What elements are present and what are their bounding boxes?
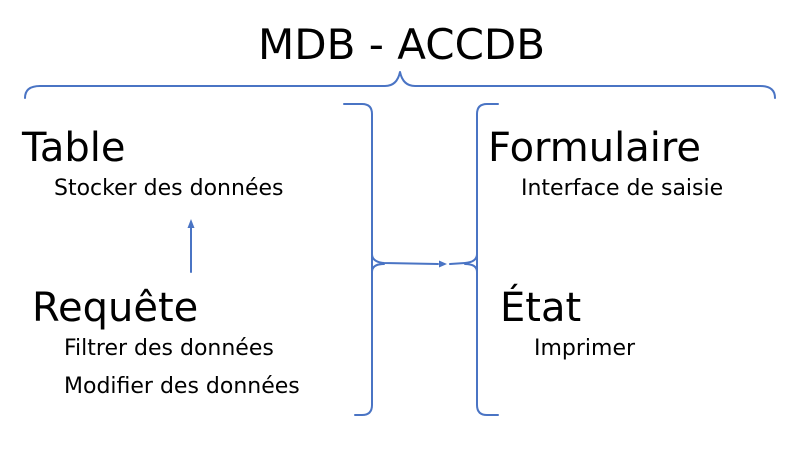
left-lower-bracket xyxy=(354,261,373,416)
etat-heading: État xyxy=(500,285,582,331)
top-curly-brace xyxy=(24,71,776,99)
formulaire-description: Interface de saisie xyxy=(521,176,724,201)
formulaire-heading: Formulaire xyxy=(488,125,702,171)
right-link-curve xyxy=(449,253,478,265)
etat-description: Imprimer xyxy=(534,336,636,361)
right-upper-bracket xyxy=(476,103,499,263)
diagram-title: MDB - ACCDB xyxy=(258,20,546,69)
link-arrowhead xyxy=(439,260,447,268)
requete-description-filter: Filtrer des données xyxy=(64,336,274,361)
left-lower-link-curve xyxy=(371,263,385,273)
left-link-curve xyxy=(371,253,439,265)
table-description: Stocker des données xyxy=(54,176,284,201)
right-lower-link-curve xyxy=(464,263,478,273)
requete-to-table-arrowhead xyxy=(187,219,195,228)
requete-description-modify: Modifier des données xyxy=(64,374,300,399)
left-upper-bracket xyxy=(343,103,373,263)
table-heading: Table xyxy=(22,125,126,171)
requete-heading: Requête xyxy=(32,285,199,331)
right-lower-bracket xyxy=(476,261,499,416)
